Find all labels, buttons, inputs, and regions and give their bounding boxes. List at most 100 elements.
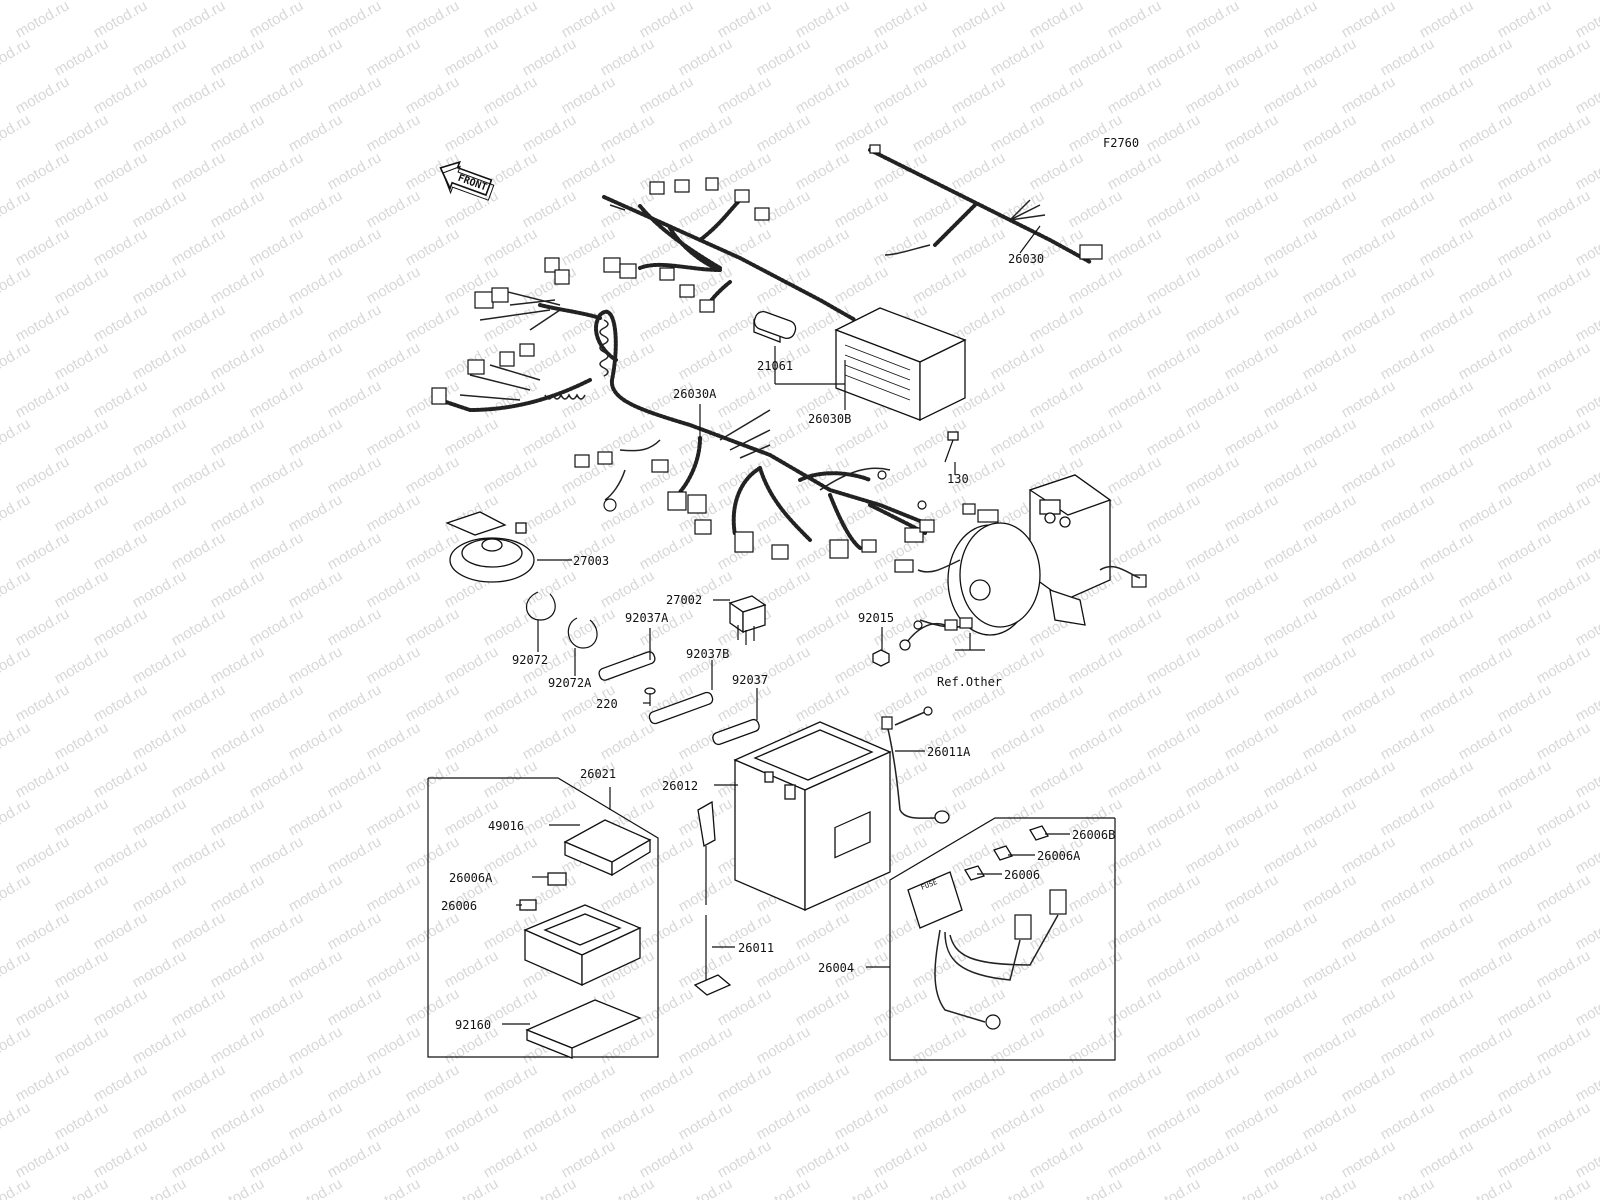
watermark-text: motod.ru (325, 377, 385, 421)
watermark-text: motod.ru (793, 985, 853, 1029)
watermark-text: motod.ru (442, 1099, 502, 1143)
watermark-text: motod.ru (598, 491, 658, 535)
watermark-text: motod.ru (208, 643, 268, 687)
label-92072A: 92072A (548, 676, 592, 690)
watermark-text: motod.ru (676, 187, 736, 231)
watermark-text: motod.ru (364, 1023, 424, 1067)
label-92015: 92015 (858, 611, 894, 625)
watermark-text: motod.ru (1534, 567, 1594, 611)
watermark-text: motod.ru (247, 909, 307, 953)
watermark-text: motod.ru (403, 757, 463, 801)
watermark-text: motod.ru (1222, 35, 1282, 79)
watermark-text: motod.ru (208, 719, 268, 763)
watermark-text: motod.ru (286, 1023, 346, 1067)
watermark-text: motod.ru (1534, 795, 1594, 839)
watermark-text: motod.ru (1105, 225, 1165, 269)
watermark-text: motod.ru (481, 757, 541, 801)
watermark-text: motod.ru (1105, 73, 1165, 117)
watermark-text: motod.ru (325, 529, 385, 573)
label-26030B: 26030B (808, 412, 851, 426)
watermark-text: motod.ru (832, 263, 892, 307)
watermark-text: motod.ru (1417, 529, 1477, 573)
watermark-text: motod.ru (1417, 985, 1477, 1029)
watermark-text: motod.ru (949, 0, 1009, 41)
watermark-text: motod.ru (1573, 757, 1600, 801)
watermark-text: motod.ru (1105, 1061, 1165, 1105)
watermark-text: motod.ru (1456, 187, 1516, 231)
watermark-text: motod.ru (286, 35, 346, 79)
watermark-text: motod.ru (1183, 757, 1243, 801)
watermark-text: motod.ru (1417, 1137, 1477, 1181)
watermark-text: motod.ru (1222, 111, 1282, 155)
watermark-text: motod.ru (1183, 149, 1243, 193)
watermark-text: motod.ru (403, 985, 463, 1029)
watermark-text: motod.ru (169, 1061, 229, 1105)
label-26006-right: 26006 (1004, 868, 1040, 882)
watermark-text: motod.ru (208, 263, 268, 307)
watermark-text: motod.ru (1534, 187, 1594, 231)
watermark-text: motod.ru (1534, 111, 1594, 155)
watermark-text: motod.ru (1456, 1099, 1516, 1143)
watermark-text: motod.ru (598, 35, 658, 79)
watermark-text: motod.ru (364, 567, 424, 611)
watermark-text: motod.ru (637, 1061, 697, 1105)
box-26021 (427, 777, 659, 1059)
watermark-text: motod.ru (1222, 1023, 1282, 1067)
watermark-text: motod.ru (1027, 1137, 1087, 1181)
watermark-text: motod.ru (520, 187, 580, 231)
watermark-text: motod.ru (1027, 377, 1087, 421)
watermark-text: motod.ru (1027, 301, 1087, 345)
watermark-text: motod.ru (715, 985, 775, 1029)
watermark-text: motod.ru (1222, 643, 1282, 687)
watermark-text: motod.ru (1222, 339, 1282, 383)
watermark-text: motod.ru (1534, 263, 1594, 307)
watermark-text: motod.ru (1144, 795, 1204, 839)
watermark-text: motod.ru (1300, 871, 1360, 915)
watermark-text: motod.ru (793, 1137, 853, 1181)
watermark-text: motod.ru (715, 225, 775, 269)
watermark-text: motod.ru (1144, 1175, 1204, 1200)
watermark-text: motod.ru (208, 339, 268, 383)
watermark-text: motod.ru (91, 0, 151, 41)
watermark-text: motod.ru (1417, 301, 1477, 345)
watermark-text: motod.ru (754, 1099, 814, 1143)
watermark-text: motod.ru (442, 947, 502, 991)
watermark-text: motod.ru (0, 795, 33, 839)
leader-lines (502, 225, 1070, 1025)
watermark-text: motod.ru (1378, 415, 1438, 459)
watermark-text: motod.ru (1144, 871, 1204, 915)
watermark-text: motod.ru (286, 643, 346, 687)
watermark-text: motod.ru (832, 187, 892, 231)
watermark-text: motod.ru (988, 1023, 1048, 1067)
watermark-text: motod.ru (1144, 339, 1204, 383)
watermark-text: motod.ru (988, 111, 1048, 155)
parts-92037-straps (598, 651, 760, 746)
watermark-text: motod.ru (325, 985, 385, 1029)
watermark-text: motod.ru (1456, 415, 1516, 459)
watermark-text: motod.ru (1144, 35, 1204, 79)
watermark-text: motod.ru (169, 377, 229, 421)
main-harness (438, 148, 1092, 550)
label-26030A: 26030A (673, 387, 717, 401)
watermark-text: motod.ru (247, 985, 307, 1029)
watermark-text: motod.ru (1495, 757, 1555, 801)
watermark-text: motod.ru (1378, 719, 1438, 763)
watermark-text: motod.ru (52, 643, 112, 687)
watermark-text: motod.ru (1300, 111, 1360, 155)
watermark-text: motod.ru (91, 757, 151, 801)
watermark-text: motod.ru (715, 377, 775, 421)
watermark-text: motod.ru (52, 947, 112, 991)
watermark-text: motod.ru (1222, 1175, 1282, 1200)
watermark-text: motod.ru (247, 453, 307, 497)
label-26030: 26030 (1008, 252, 1044, 266)
watermark-text: motod.ru (1339, 985, 1399, 1029)
label-ref-other: Ref.Other (937, 675, 1002, 689)
label-26006-left: 26006 (441, 899, 477, 913)
watermark-text: motod.ru (1573, 1061, 1600, 1105)
watermark-text: motod.ru (52, 35, 112, 79)
watermark-text: motod.ru (130, 947, 190, 991)
watermark-text: motod.ru (1378, 339, 1438, 383)
watermark-text: motod.ru (598, 111, 658, 155)
watermark-text: motod.ru (481, 681, 541, 725)
watermark-text: motod.ru (1456, 719, 1516, 763)
